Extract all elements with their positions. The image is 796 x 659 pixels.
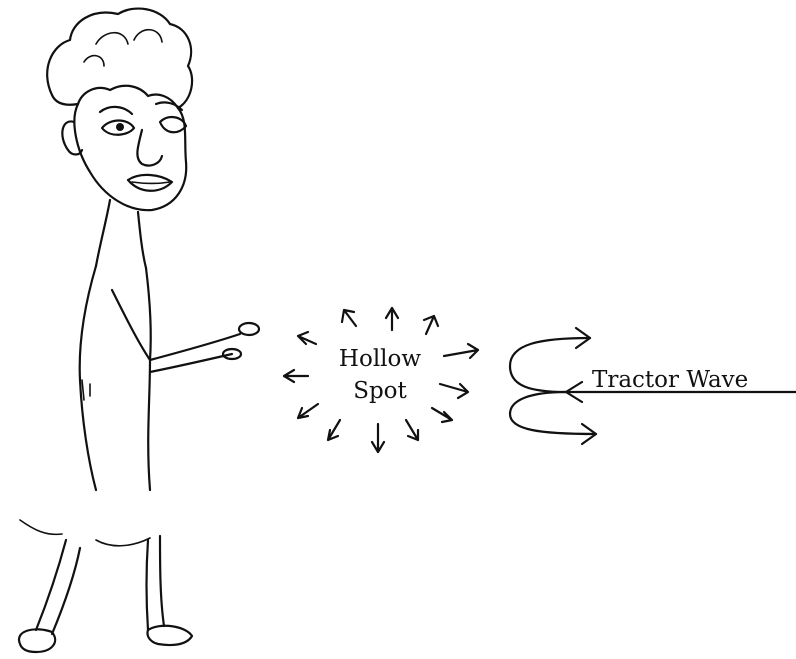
- shoe-right: [147, 626, 192, 645]
- arm-upper: [112, 290, 240, 360]
- arrow-down-left: [328, 420, 340, 440]
- hair-curl: [84, 30, 162, 66]
- hollow-spot-label-line1: Hollow: [339, 346, 421, 372]
- arrow-right: [444, 344, 478, 358]
- arrow-up-right: [424, 316, 438, 334]
- pupil-left: [116, 123, 124, 131]
- shoe-left: [19, 629, 55, 652]
- leg-right: [147, 536, 165, 630]
- arrow-upper-left: [298, 332, 316, 344]
- arrow-down-right: [406, 420, 418, 440]
- skirt-hem: [20, 520, 150, 546]
- arrow-up-left: [342, 310, 356, 326]
- arrow-down: [372, 424, 384, 452]
- hollow-spot-label-line2: Spot: [353, 378, 407, 404]
- mouth-line: [132, 182, 170, 184]
- torso-front: [146, 268, 151, 360]
- arrow-lower-left: [298, 404, 318, 418]
- arrow-up: [386, 308, 398, 330]
- eye-right: [160, 117, 186, 132]
- waist-mark: [82, 380, 90, 400]
- skirt-side: [148, 360, 150, 490]
- person-figure: [19, 9, 259, 652]
- arrow-lower-right-2: [432, 408, 452, 422]
- arrow-left: [284, 370, 308, 382]
- hair-outline: [47, 9, 192, 108]
- nose: [137, 130, 162, 166]
- torso-back: [80, 266, 96, 490]
- head-outline: [74, 104, 186, 210]
- arrow-lower-right: [440, 384, 468, 398]
- leg-left: [36, 540, 80, 634]
- hand-upper: [239, 323, 259, 335]
- tractor-wave-label: Tractor Wave: [592, 367, 748, 393]
- eyebrow-left: [100, 107, 132, 114]
- wave-curve-lower: [510, 392, 596, 434]
